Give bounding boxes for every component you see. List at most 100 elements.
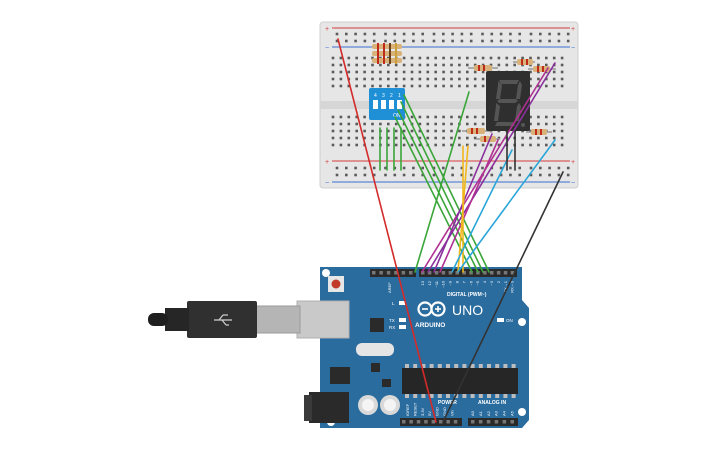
breadboard-hole[interactable]	[347, 129, 351, 133]
breadboard-hole[interactable]	[442, 63, 445, 67]
breadboard-hole[interactable]	[466, 122, 469, 126]
breadboard-hole[interactable]	[505, 56, 509, 60]
wire-green[interactable]	[400, 101, 484, 273]
breadboard-hole[interactable]	[331, 77, 335, 81]
rail-hole[interactable]	[354, 32, 357, 36]
rail-hole[interactable]	[335, 173, 339, 177]
header-pin[interactable]	[510, 271, 515, 275]
breadboard-hole[interactable]	[529, 56, 532, 60]
header-pin[interactable]	[427, 271, 432, 275]
breadboard-hole[interactable]	[363, 136, 366, 140]
rail-hole[interactable]	[481, 39, 484, 43]
breadboard-hole[interactable]	[402, 136, 406, 140]
breadboard-hole[interactable]	[418, 77, 422, 81]
wire-red-5v[interactable]	[337, 38, 437, 423]
breadboard-hole[interactable]	[513, 56, 516, 60]
breadboard-hole[interactable]	[410, 70, 414, 74]
breadboard-hole[interactable]	[434, 115, 437, 119]
rail-hole[interactable]	[509, 32, 512, 36]
breadboard-hole[interactable]	[552, 70, 556, 74]
breadboard-hole[interactable]	[521, 143, 524, 147]
breadboard-hole[interactable]	[560, 77, 564, 81]
rail-hole[interactable]	[499, 173, 503, 177]
breadboard-hole[interactable]	[418, 56, 422, 60]
breadboard-hole[interactable]	[418, 63, 422, 67]
breadboard-hole[interactable]	[560, 84, 564, 88]
breadboard-hole[interactable]	[473, 56, 477, 60]
breadboard-hole[interactable]	[331, 143, 335, 147]
breadboard-hole[interactable]	[560, 115, 564, 119]
breadboard-hole[interactable]	[394, 143, 398, 147]
breadboard-hole[interactable]	[489, 56, 493, 60]
breadboard-hole[interactable]	[387, 122, 390, 126]
header-pin[interactable]	[401, 271, 406, 275]
rail-hole[interactable]	[460, 173, 464, 177]
rail-hole[interactable]	[384, 166, 387, 170]
breadboard-hole[interactable]	[521, 136, 524, 140]
wire-green[interactable]	[414, 91, 470, 273]
rail-hole[interactable]	[499, 32, 503, 36]
breadboard-hole[interactable]	[458, 56, 461, 60]
rail-hole[interactable]	[518, 166, 521, 170]
breadboard-hole[interactable]	[410, 129, 414, 133]
breadboard-hole[interactable]	[379, 63, 382, 67]
breadboard-hole[interactable]	[442, 70, 445, 74]
breadboard-hole[interactable]	[560, 136, 564, 140]
breadboard-hole[interactable]	[537, 77, 540, 81]
rail-hole[interactable]	[345, 32, 348, 36]
breadboard-hole[interactable]	[410, 77, 414, 81]
header-pin[interactable]	[503, 271, 508, 275]
breadboard-hole[interactable]	[481, 84, 485, 88]
breadboard-hole[interactable]	[458, 77, 461, 81]
breadboard-hole[interactable]	[434, 143, 437, 147]
breadboard-hole[interactable]	[355, 136, 358, 140]
digital-header-upper[interactable]	[370, 269, 416, 277]
dip-switch[interactable]: 4 3 2 1 ON	[369, 88, 405, 120]
resistor-group-top-left[interactable]	[372, 43, 402, 64]
rail-hole[interactable]	[421, 32, 424, 36]
breadboard-hole[interactable]	[363, 129, 366, 133]
breadboard-hole[interactable]	[387, 84, 390, 88]
breadboard-hole[interactable]	[363, 56, 366, 60]
breadboard-hole[interactable]	[402, 70, 406, 74]
breadboard-hole[interactable]	[450, 122, 453, 126]
breadboard-hole[interactable]	[537, 143, 540, 147]
breadboard-hole[interactable]	[537, 84, 540, 88]
breadboard-hole[interactable]	[434, 122, 437, 126]
header-pin[interactable]	[434, 271, 439, 275]
breadboard-hole[interactable]	[442, 129, 445, 133]
arduino-uno-board[interactable]: ARDUINO UNO DIGITAL (PWM~) AREF ON L TX …	[296, 267, 529, 428]
header-pin[interactable]	[402, 420, 406, 424]
header-pin[interactable]	[424, 420, 428, 424]
breadboard-hole[interactable]	[481, 115, 485, 119]
breadboard-hole[interactable]	[339, 143, 343, 147]
rail-hole[interactable]	[469, 166, 473, 170]
breadboard-hole[interactable]	[426, 77, 430, 81]
breadboard-hole[interactable]	[545, 115, 548, 119]
breadboard-hole[interactable]	[410, 84, 414, 88]
breadboard-hole[interactable]	[497, 136, 501, 140]
header-pin[interactable]	[372, 271, 376, 275]
breadboard-hole[interactable]	[545, 77, 548, 81]
wire-yellow[interactable]	[457, 145, 469, 273]
breadboard-hole[interactable]	[402, 77, 406, 81]
rail-hole[interactable]	[372, 39, 376, 43]
breadboard-hole[interactable]	[402, 56, 406, 60]
breadboard-hole[interactable]	[418, 70, 422, 74]
rail-hole[interactable]	[363, 166, 367, 170]
analog-header[interactable]	[468, 418, 518, 426]
breadboard-hole[interactable]	[473, 84, 477, 88]
rail-hole[interactable]	[499, 39, 503, 43]
rail-hole[interactable]	[509, 39, 512, 43]
breadboard-hole[interactable]	[339, 70, 343, 74]
rail-hole[interactable]	[354, 39, 357, 43]
rail-hole[interactable]	[469, 173, 473, 177]
header-pin[interactable]	[409, 271, 413, 275]
breadboard-hole[interactable]	[339, 63, 343, 67]
breadboard-hole[interactable]	[394, 77, 398, 81]
breadboard-hole[interactable]	[371, 77, 374, 81]
breadboard-hole[interactable]	[387, 136, 390, 140]
breadboard-hole[interactable]	[426, 63, 430, 67]
rail-hole[interactable]	[393, 39, 397, 43]
header-pin[interactable]	[416, 420, 421, 424]
